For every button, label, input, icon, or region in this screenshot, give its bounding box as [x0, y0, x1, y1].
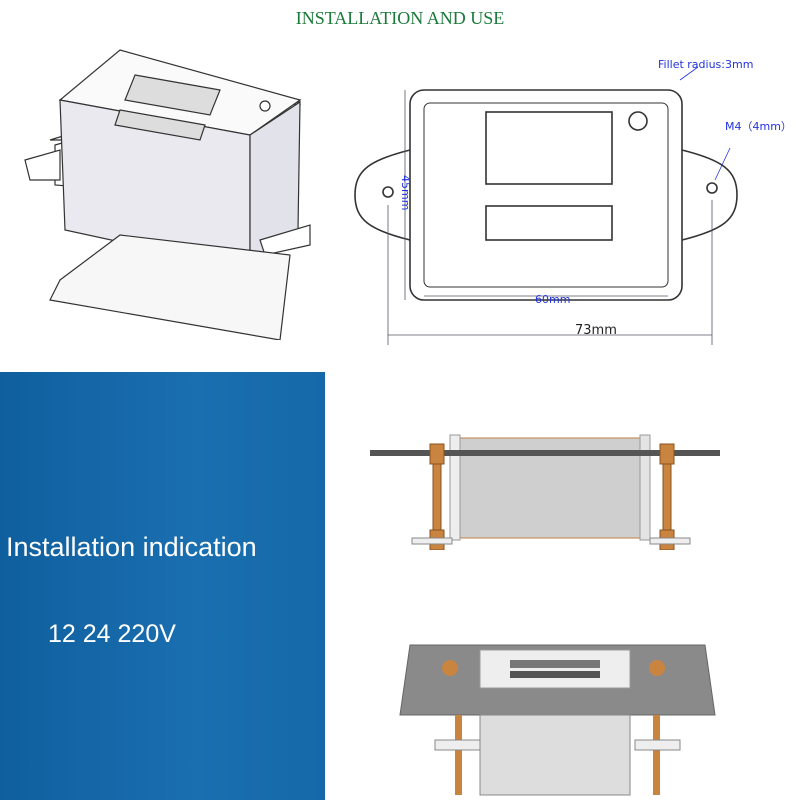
voltage-text: 12 24 220V [48, 620, 176, 648]
page-title: INSTALLATION AND USE [295, 8, 505, 28]
dimension-drawing: Fillet radius:3mm M4（4mm） 45mm 60mm 73mm [354, 58, 792, 345]
side-installation-view [370, 434, 720, 550]
perspective-installation-view [399, 644, 716, 796]
height-dimension-label: 45mm [399, 175, 412, 210]
fillet-radius-label: Fillet radius:3mm [658, 58, 753, 71]
outer-width-label: 73mm [575, 323, 617, 338]
inner-width-label: 60mm [535, 293, 570, 306]
isometric-device-drawing [24, 49, 311, 340]
installation-heading: Installation indication [6, 532, 257, 562]
hole-size-label: M4（4mm） [725, 120, 792, 133]
installation-panel [0, 372, 325, 800]
